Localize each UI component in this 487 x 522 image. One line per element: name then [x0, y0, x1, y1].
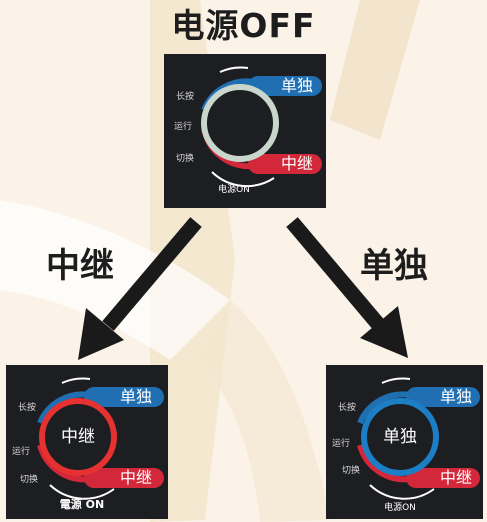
- single-ring: [361, 398, 439, 476]
- side-label-long-press: 长按: [18, 403, 37, 413]
- power-on-label: 电源ON: [384, 503, 416, 513]
- relay-ring: [39, 398, 117, 476]
- branch-label-single: 单独: [360, 246, 428, 286]
- arrow-left-head: [78, 308, 124, 360]
- panel-single-graphics: [357, 377, 480, 500]
- panel-off-graphics: [201, 66, 322, 188]
- side-label-run: 运行: [174, 122, 193, 132]
- center-mode-label: 单独: [383, 427, 417, 447]
- panel-power-off: 长按 运行 切换 单独 中继 电源ON: [164, 54, 326, 208]
- arrow-left-shaft: [102, 217, 202, 331]
- side-label-run: 运行: [332, 439, 351, 449]
- side-label-long-press: 长按: [338, 403, 357, 413]
- single-pill-label: 单独: [281, 76, 314, 95]
- center-mode-label: 中继: [61, 427, 95, 447]
- side-label-switch: 切换: [342, 466, 361, 476]
- relay-pill-label: 中继: [440, 468, 473, 487]
- branch-label-relay: 中继: [46, 246, 114, 286]
- relay-pill-label: 中继: [281, 154, 314, 173]
- power-ring: [201, 84, 279, 162]
- panel-relay-mode: 长按 运行 切换 单独 中继 中继 電源 ON: [6, 365, 168, 519]
- diagram-title: 电源OFF: [171, 6, 316, 45]
- arrow-right-shaft: [286, 217, 384, 329]
- side-label-switch: 切换: [176, 154, 195, 164]
- single-pill-label: 单独: [440, 387, 473, 406]
- side-label-switch: 切换: [20, 475, 39, 485]
- power-on-label: 电源ON: [218, 185, 250, 195]
- panel-relay-graphics: [37, 377, 164, 500]
- side-label-long-press: 长按: [176, 92, 195, 102]
- arrow-right-head: [360, 306, 408, 358]
- single-pill-label: 单独: [120, 387, 153, 406]
- power-on-label: 電源 ON: [59, 498, 105, 511]
- relay-pill-label: 中继: [120, 468, 153, 487]
- side-label-run: 运行: [12, 447, 31, 457]
- panel-single-mode: 长按 运行 切换 单独 中继 单独 电源ON: [326, 365, 483, 519]
